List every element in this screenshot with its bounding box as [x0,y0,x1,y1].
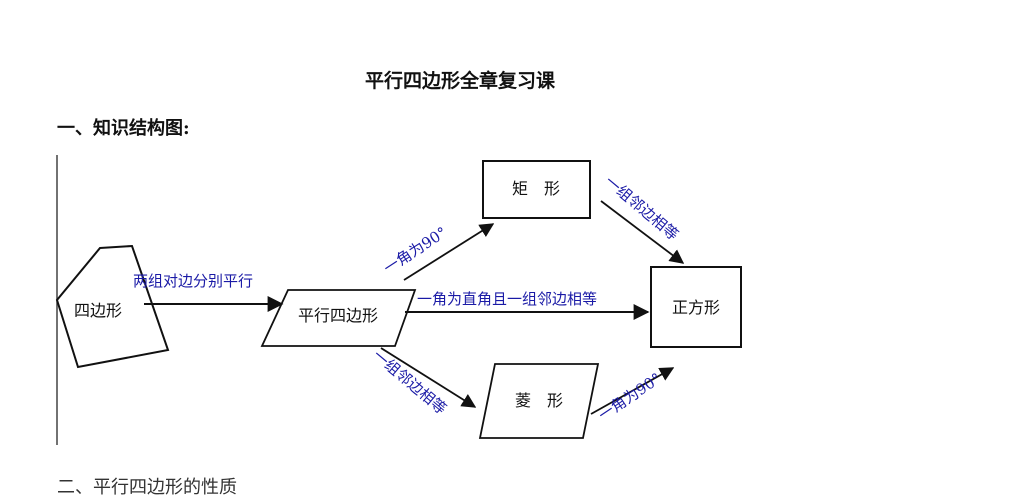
edge-rect-to-square [600,200,685,264]
node-square-shape [650,266,742,348]
page-title: 平行四边形全章复习课 [364,70,555,92]
node-rectangle-shape [482,160,591,219]
node-square-label: 正方形 [672,298,720,317]
edge-rhombus-to-square [590,367,675,415]
section-heading-structure: 一、知识结构图: [57,118,190,139]
edge-label-quad-to-para: 两组对边分别平行 [133,272,253,290]
node-rhombus-shape [478,363,600,439]
node-parallelogram-label: 平行四边形 [298,306,378,325]
node-parallelogram-shape [260,289,417,347]
node-rectangle-label: 矩 形 [512,179,560,198]
edge-label-para-to-square: 一角为直角且一组邻边相等 [417,290,597,308]
edge-label-rect-to-square: 一组邻边相等 [601,172,682,244]
edge-para-to-rhombus [380,347,477,408]
edge-label-rhombus-to-square: 一角为90° [595,369,664,424]
edge-label-para-to-rect: 一角为90° [380,223,450,277]
edge-para-to-rect [403,223,495,281]
edge-label-para-to-rhombus: 一组邻边相等 [369,346,450,418]
node-rhombus-label: 菱 形 [515,391,563,410]
node-quadrilateral-label: 四边形 [74,301,122,320]
section-heading-properties: 二、平行四边形的性质 [57,477,237,498]
node-quadrilateral-shape [55,244,170,369]
